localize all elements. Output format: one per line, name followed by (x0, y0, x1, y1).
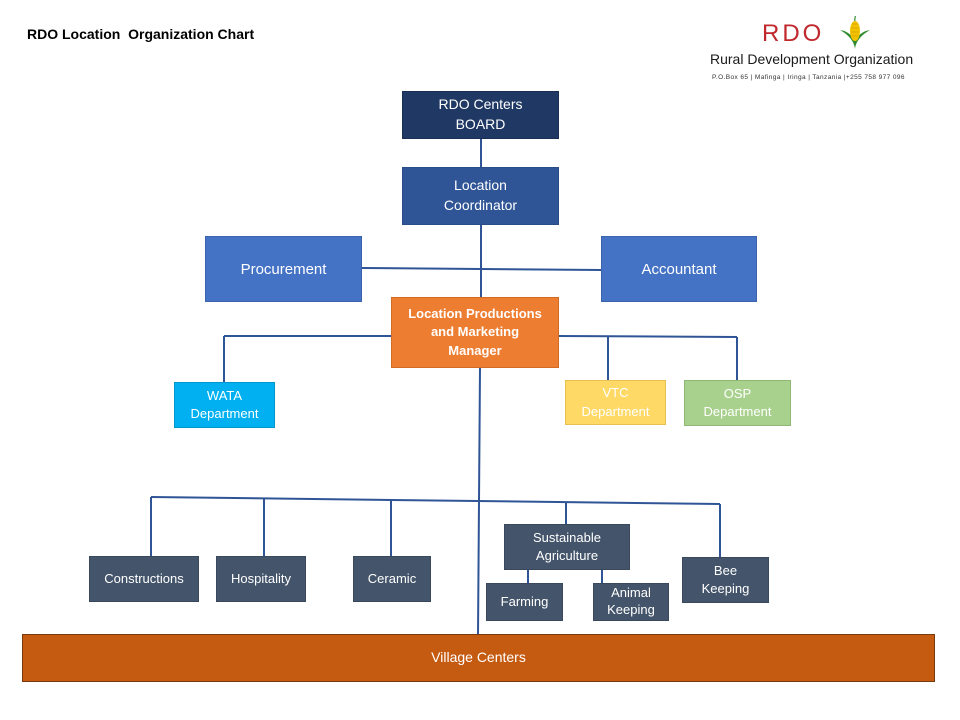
connector-dept-right (557, 335, 738, 338)
connector-staff (360, 267, 602, 271)
logo-org-name: Rural Development Organization (710, 51, 914, 67)
osp-department-box: OSP Department (684, 380, 791, 426)
accountant-box: Accountant (601, 236, 757, 302)
connector-units-bus (150, 496, 721, 505)
wata-department-box: WATA Department (174, 382, 275, 428)
animal-keeping-box: Animal Keeping (593, 583, 669, 621)
logo-address: P.O.Box 65 | Mafinga | Iringa | Tanzania… (712, 74, 905, 81)
village-centers-box: Village Centers (22, 634, 935, 682)
ceramic-box: Ceramic (353, 556, 431, 602)
page-title: RDO Location Organization Chart (27, 26, 255, 42)
constructions-box: Constructions (89, 556, 199, 602)
board-box: RDO Centers BOARD (402, 91, 559, 139)
corn-icon (840, 16, 870, 49)
logo-mark: RDO (762, 20, 825, 47)
vtc-department-box: VTC Department (565, 380, 666, 425)
sustainable-agriculture-box: Sustainable Agriculture (504, 524, 630, 570)
bee-keeping-box: Bee Keeping (682, 557, 769, 603)
manager-box: Location Productions and Marketing Manag… (391, 297, 559, 368)
farming-box: Farming (486, 583, 563, 621)
coordinator-box: Location Coordinator (402, 167, 559, 225)
hospitality-box: Hospitality (216, 556, 306, 602)
procurement-box: Procurement (205, 236, 362, 302)
